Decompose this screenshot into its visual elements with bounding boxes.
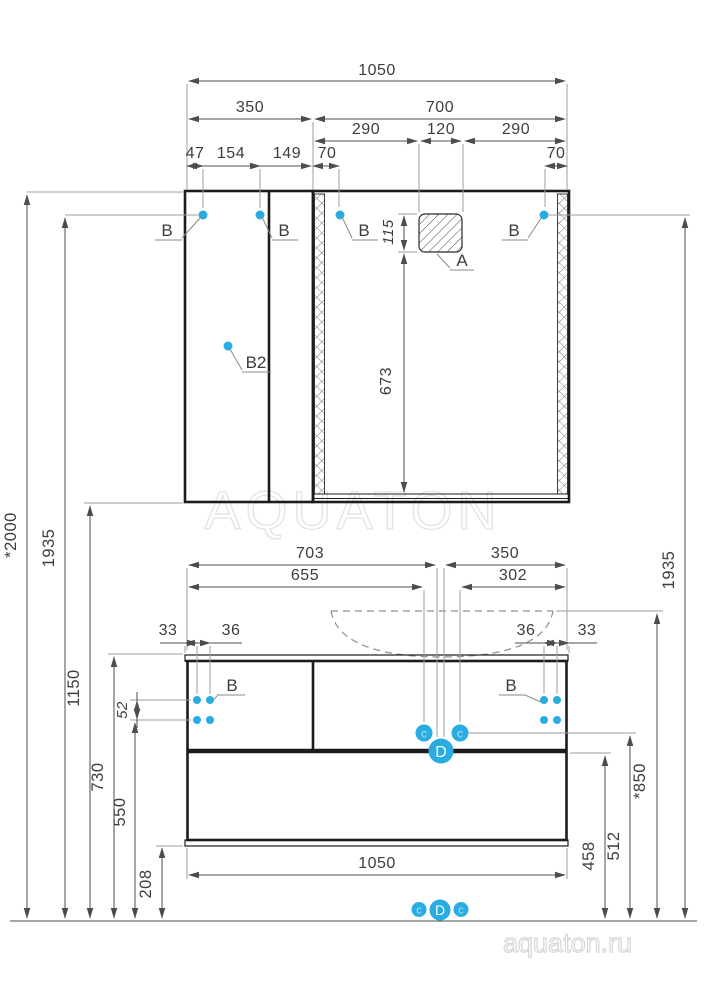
- label-b: B: [508, 221, 519, 240]
- dim-36-right: 36: [517, 622, 536, 639]
- cutout-a-hatched: [418, 213, 463, 253]
- label-a: A: [456, 251, 468, 270]
- dim-52: 52: [114, 701, 131, 719]
- brand-watermark: AQUATON: [204, 481, 501, 541]
- label-b2: B2: [246, 353, 267, 372]
- dim-290-left: 290: [352, 121, 380, 138]
- mount-point-b: [540, 696, 548, 704]
- dim-512: 512: [605, 831, 623, 860]
- dim-1150: 1150: [65, 669, 83, 706]
- dim-33-right: 33: [578, 622, 597, 639]
- watermarks: AQUATON aquaton.ru: [204, 480, 633, 958]
- outlet-markers: c c D: [415, 724, 469, 764]
- dim-655: 655: [291, 567, 319, 584]
- mount-point-b: [193, 716, 201, 724]
- legend-c-marker: [453, 902, 469, 917]
- site-watermark: aquaton.ru: [503, 928, 632, 958]
- mirror-right-hatch-strip: [557, 193, 568, 495]
- dim-36-left: 36: [222, 622, 241, 639]
- mirror-left-hatch-strip: [314, 193, 325, 495]
- mount-point-b: [540, 716, 548, 724]
- dim-mirror-left: 350: [236, 99, 264, 116]
- label-b: B: [358, 221, 369, 240]
- dim-47: 47: [186, 145, 205, 162]
- dim-33-left: 33: [159, 622, 178, 639]
- dim-730: 730: [89, 762, 107, 791]
- dim-703: 703: [296, 545, 324, 562]
- outlet-c-marker: [415, 724, 433, 742]
- dim-1935-right: 1935: [660, 551, 678, 590]
- mount-point-b: [553, 696, 561, 704]
- legend-d-letter: D: [435, 902, 445, 918]
- mirror-cabinet: [183, 189, 571, 504]
- legend-c-marker: [411, 902, 427, 917]
- legend-c-letter: c: [458, 905, 464, 917]
- dim-70-left: 70: [318, 145, 337, 162]
- dim-154: 154: [217, 145, 245, 162]
- mount-point-b: [255, 210, 265, 220]
- dim-70-right: 70: [547, 145, 566, 162]
- outlet-c-marker: [451, 724, 469, 742]
- dim-149: 149: [273, 145, 301, 162]
- dim-458: 458: [580, 841, 598, 870]
- legend-c-letter: c: [416, 905, 422, 917]
- outlet-c-letter: c: [457, 727, 463, 741]
- dim-208: 208: [137, 869, 155, 898]
- mount-point-b: [206, 696, 214, 704]
- mirror-right-section: [311, 189, 571, 504]
- dim-115: 115: [380, 219, 397, 245]
- outlet-d-letter: D: [435, 744, 447, 761]
- dimension-texts: 1050 350 700 290 120 290 47 154 149 70 7…: [2, 62, 678, 899]
- dim-850: *850: [631, 763, 649, 799]
- extension-lines: [27, 84, 690, 879]
- outlet-d-marker: [428, 738, 454, 764]
- floor-legend-markers: c D c: [411, 899, 469, 921]
- legend-d-marker: [429, 899, 451, 921]
- label-b: B: [226, 676, 237, 695]
- dim-350-vanity: 350: [491, 545, 519, 562]
- dim-mirror-width: 1050: [358, 62, 396, 79]
- callout-labels: B B B B B2 A B B: [155, 216, 543, 703]
- dim-120: 120: [427, 121, 455, 138]
- dim-mirror-right: 700: [426, 99, 454, 116]
- mount-point-b: [335, 210, 345, 220]
- dim-302: 302: [499, 567, 527, 584]
- dimension-lines: [23, 77, 689, 919]
- dim-1935-left: 1935: [40, 529, 58, 568]
- label-b: B: [505, 676, 516, 695]
- label-b: B: [278, 221, 289, 240]
- dim-290-right: 290: [502, 121, 530, 138]
- sink-dashed-outline: [330, 610, 554, 658]
- dim-2000: *2000: [2, 512, 20, 558]
- mount-point-b: [206, 716, 214, 724]
- mount-point-b: [193, 696, 201, 704]
- dim-673: 673: [378, 367, 395, 395]
- outlet-c-letter: c: [421, 727, 427, 741]
- label-b: B: [161, 221, 172, 240]
- mount-point-b: [553, 716, 561, 724]
- dim-550: 550: [111, 797, 129, 826]
- dim-1050-vanity: 1050: [358, 855, 396, 872]
- vanity-cabinet: [184, 610, 569, 847]
- mount-point-b2: [223, 341, 233, 351]
- vanity-bottom-strip: [184, 839, 569, 847]
